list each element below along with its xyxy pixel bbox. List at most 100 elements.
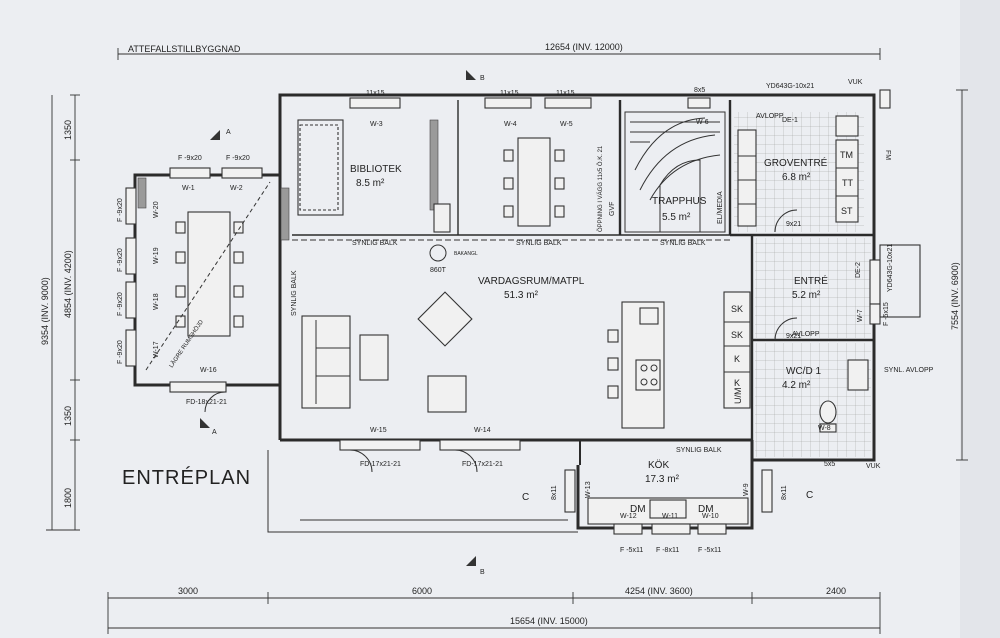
door-de1: DE-1 [782,117,798,124]
window-id-kitchen-3: W-10 [702,513,719,520]
door-fd-south-1: FD-17x21-21 [360,461,401,468]
window-id-left-3: W-18 [153,293,160,310]
svg-text:17.3 m²: 17.3 m² [645,474,680,485]
window-id-w13: W-13 [585,481,592,498]
windows [125,89,921,535]
svg-text:TRAPPHUS: TRAPPHUS [652,196,707,207]
svg-text:5.2 m²: 5.2 m² [792,290,821,301]
svg-text:C: C [806,490,813,501]
window-size-kitchen-1: F -5x11 [620,547,643,554]
svg-text:K: K [734,354,740,364]
window-size-top-3: 11x15 [556,90,575,97]
dim-left-seg-1: 1350 [63,120,73,140]
dim-top-total: 12654 (INV. 12000) [545,42,623,52]
window-id-south-3: W-14 [474,427,491,434]
dimension-right: 7554 (INV. 6900) [950,89,968,461]
window-id-w9: W-9 [743,483,750,496]
synlig-balk-3: SYNLIG BALK [660,240,706,247]
window-id-top-2: W-4 [504,121,517,128]
vuk-bottom: VUK [866,463,881,470]
door-size-9x21-b: 9x21 [786,333,801,340]
door-de2: DE-2 [855,262,862,278]
room-trapphus: TRAPPHUS 5.5 m² [652,196,707,223]
bakangl-label: BAKANGL [454,251,478,257]
svg-text:5.5 m²: 5.5 m² [662,212,691,223]
svg-text:6.8 m²: 6.8 m² [782,172,811,183]
synlig-balk-west: SYNLIG BALK [291,270,298,316]
svg-text:ENTRÉ: ENTRÉ [794,274,828,287]
window-id-w8: W-8 [818,425,831,432]
dim-left-seg-4: 1800 [63,488,73,508]
svg-text:TM: TM [840,150,853,160]
dim-left-seg-3: 1350 [63,406,73,426]
wardrobe-column [723,291,751,409]
window-id-top-3: W-5 [560,121,573,128]
svg-text:A: A [212,429,217,436]
svg-text:U/M: U/M [733,388,743,405]
window-size-5x5: 5x5 [824,461,835,468]
svg-text:DM: DM [698,504,714,515]
svg-text:SK: SK [731,304,743,314]
kitchen-appliance-labels: DM DM [630,504,714,515]
vuk-top: VUK [848,79,863,86]
dining-table-north [503,137,565,227]
elmedia-label: EL/MEDIA [717,191,724,224]
window-id-kitchen-2: W-11 [662,513,678,520]
svg-text:BIBLIOTEK: BIBLIOTEK [350,164,402,175]
synl-avlopp: SYNL. AVLOPP [884,367,934,374]
door-size-9x21-a: 9x21 [786,221,801,228]
window-size-top-2: 11x15 [500,90,519,97]
stove-symbol [429,244,447,262]
door-fd-south-2: FD-17x21-21 [462,461,503,468]
svg-text:VARDAGSRUM/MATPL: VARDAGSRUM/MATPL [478,276,585,287]
room-bibliotek: BIBLIOTEK 8.5 m² [350,164,402,189]
svg-text:GROVENTRÉ: GROVENTRÉ [764,156,828,169]
room-entre: ENTRÉ 5.2 m² [792,274,828,301]
window-size-left-1: F -9x20 [117,198,124,222]
dim-right-total: 7554 (INV. 6900) [950,262,960,330]
dim-bottom-total: 15654 (INV. 15000) [510,616,588,626]
window-size-kitchen-3: F -5x11 [698,547,721,554]
kitchen-island [607,301,665,429]
window-size-top-4: 8x5 [694,87,705,94]
dim-bottom-seg-1: 3000 [178,586,198,596]
entre-floor [755,238,871,338]
door-fd-west: FD-18x21-21 [186,399,227,406]
stove-label: 860T [430,267,447,274]
svg-text:K: K [734,378,740,388]
svg-text:DM: DM [630,504,646,515]
window-id-top-1: W-3 [370,121,383,128]
svg-text:WC/D 1: WC/D 1 [786,366,821,377]
window-id-south-2: W-15 [370,427,387,434]
dim-bottom-seg-3: 4254 (INV. 3600) [625,586,693,596]
window-size-left-4: F -9x20 [117,340,124,364]
svg-text:4.2 m²: 4.2 m² [782,380,811,391]
living-room-sofa [301,291,473,413]
window-id-w7: W-7 [857,309,864,322]
closet-labels: SK SK K K U/M [731,304,743,404]
window-size-top-1: 11x15 [366,90,385,97]
dining-table-west [145,181,271,371]
svg-text:TT: TT [842,178,853,188]
dimension-top: ATTEFALLSTILLBYGGNAD 12654 (INV. 12000) [117,42,881,60]
svg-text:C: C [522,492,529,503]
window-id-left-top-1: W-1 [182,185,195,192]
window-id-south-1: W-16 [200,367,217,374]
svg-text:KÖK: KÖK [648,459,669,471]
door-yd-east: YD643G-10x21 [887,244,894,292]
svg-text:ST: ST [841,206,853,216]
window-id-left-2: W-19 [153,247,160,264]
staircase [624,111,726,233]
window-size-kitchen-2: F -8x11 [656,547,679,554]
svg-text:8.5 m²: 8.5 m² [356,178,385,189]
window-id-kitchen-1: W-12 [620,513,637,520]
dimension-bottom: 3000 6000 4254 (INV. 3600) 2400 15654 (I… [107,586,881,634]
plan-title: ENTRÉPLAN [122,466,251,489]
avlopp-1: AVLOPP [756,113,784,120]
synlig-balk-4: SYNLIG BALK [676,447,722,454]
room-groventre: GROVENTRÉ 6.8 m² [764,156,828,183]
window-size-left-2: F -9x20 [117,248,124,272]
dim-left-total: 9354 (INV. 9000) [40,277,50,345]
groventre-units [737,115,859,227]
